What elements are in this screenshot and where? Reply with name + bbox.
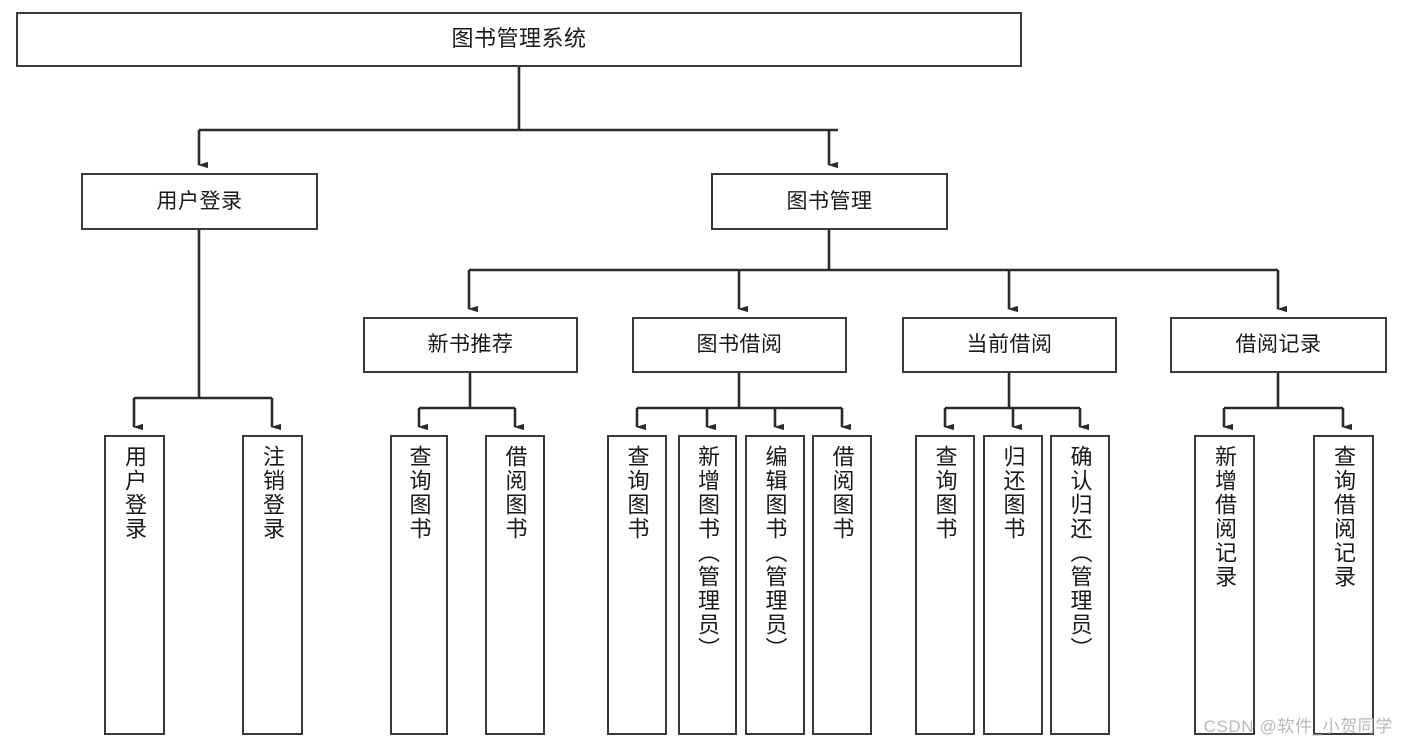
leaf-logout-label: 注销登录	[260, 445, 286, 541]
leaf-query-borrow-record[interactable]: 查询借阅记录	[1313, 435, 1374, 735]
node-new-book-recommend-label: 新书推荐	[427, 333, 514, 357]
leaf-edit-book-admin[interactable]: 编辑图书（管理员）	[745, 435, 805, 735]
node-current-borrow-label: 当前借阅	[966, 333, 1053, 357]
leaf-query-borrow-record-label: 查询借阅记录	[1331, 445, 1357, 589]
leaf-borrow-book[interactable]: 借阅图书	[812, 435, 872, 735]
leaf-add-book-admin-label: 新增图书（管理员）	[695, 445, 721, 661]
node-user-login-label: 用户登录	[156, 189, 243, 213]
leaf-add-borrow-record[interactable]: 新增借阅记录	[1194, 435, 1255, 735]
leaf-add-borrow-record-label: 新增借阅记录	[1212, 445, 1238, 589]
leaf-add-book-admin[interactable]: 新增图书（管理员）	[678, 435, 737, 735]
leaf-query-book-borrow[interactable]: 查询图书	[607, 435, 667, 735]
node-borrow-records-label: 借阅记录	[1235, 333, 1322, 357]
node-user-login[interactable]: 用户登录	[81, 173, 318, 230]
leaf-borrow-book-recommend[interactable]: 借阅图书	[485, 435, 545, 735]
leaf-return-book[interactable]: 归还图书	[983, 435, 1043, 735]
leaf-confirm-return-admin-label: 确认归还（管理员）	[1067, 445, 1093, 661]
node-book-borrow[interactable]: 图书借阅	[632, 317, 847, 373]
leaf-query-book-current-label: 查询图书	[932, 445, 958, 541]
leaf-user-login-label: 用户登录	[122, 445, 148, 541]
leaf-return-book-label: 归还图书	[1000, 445, 1026, 541]
leaf-borrow-book-recommend-label: 借阅图书	[502, 445, 528, 541]
node-book-borrow-label: 图书借阅	[696, 333, 783, 357]
leaf-user-login[interactable]: 用户登录	[104, 435, 165, 735]
node-book-management-label: 图书管理	[786, 189, 873, 213]
leaf-query-book-current[interactable]: 查询图书	[915, 435, 975, 735]
leaf-logout[interactable]: 注销登录	[242, 435, 303, 735]
leaf-query-book-borrow-label: 查询图书	[624, 445, 650, 541]
leaf-query-book-recommend[interactable]: 查询图书	[390, 435, 448, 735]
node-current-borrow[interactable]: 当前借阅	[902, 317, 1117, 373]
node-root[interactable]: 图书管理系统	[16, 12, 1022, 67]
watermark: CSDN @软件_小贺同学	[1203, 717, 1393, 736]
node-new-book-recommend[interactable]: 新书推荐	[363, 317, 578, 373]
leaf-query-book-recommend-label: 查询图书	[406, 445, 432, 541]
node-book-management[interactable]: 图书管理	[711, 173, 948, 230]
leaf-confirm-return-admin[interactable]: 确认归还（管理员）	[1050, 435, 1110, 735]
node-root-label: 图书管理系统	[451, 26, 587, 52]
node-borrow-records[interactable]: 借阅记录	[1170, 317, 1387, 373]
leaf-edit-book-admin-label: 编辑图书（管理员）	[762, 445, 788, 661]
leaf-borrow-book-label: 借阅图书	[829, 445, 855, 541]
